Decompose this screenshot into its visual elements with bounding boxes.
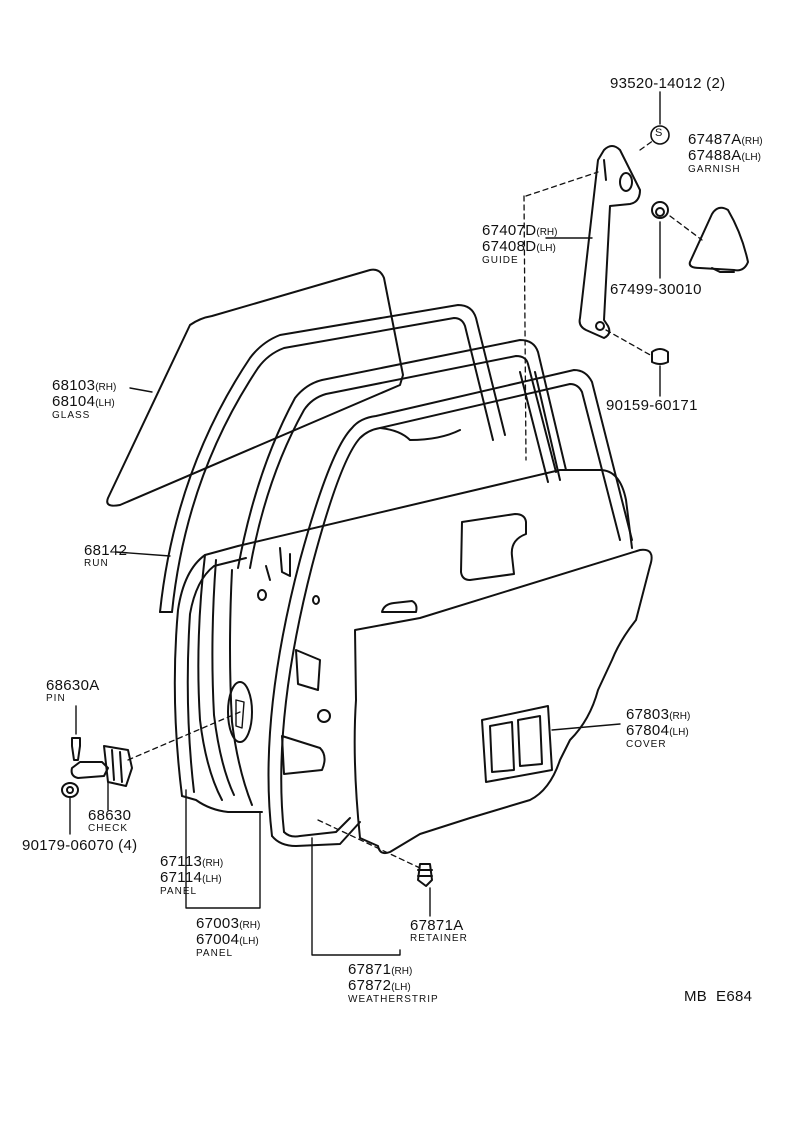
part-number: 90159-60171 bbox=[606, 397, 698, 414]
part-desc: GLASS bbox=[52, 410, 91, 421]
tag-lh: (LH) bbox=[536, 243, 556, 254]
tag-rh: (RH) bbox=[391, 966, 413, 977]
outer-panel-part bbox=[175, 470, 632, 812]
part-desc: GARNISH bbox=[688, 164, 741, 175]
tag-rh: (RH) bbox=[239, 920, 261, 931]
label-garnish: 67487A(RH) 67488A(LH) GARNISH bbox=[688, 132, 763, 175]
run-part bbox=[116, 305, 505, 612]
part-number-lh: 67804 bbox=[626, 722, 670, 739]
footer-code: MB E684 bbox=[684, 989, 752, 1005]
bolt-90159 bbox=[652, 349, 668, 396]
part-desc: COVER bbox=[626, 739, 667, 750]
part-number-rh: 67871 bbox=[348, 961, 392, 978]
label-guide: 67407D(RH) 67408D(LH) GUIDE bbox=[482, 223, 557, 266]
part-desc: CHECK bbox=[88, 823, 129, 834]
tag-rh: (RH) bbox=[95, 382, 117, 393]
pin-68630A bbox=[72, 706, 80, 760]
label-bolt-90179: 90179-06070 (4) bbox=[22, 838, 137, 854]
part-number-lh: 67004 bbox=[196, 931, 240, 948]
label-inner-panel: 67113(RH) 67114(LH) PANEL bbox=[160, 854, 223, 897]
part-number-lh: 67114 bbox=[160, 869, 203, 886]
part-qty: (2) bbox=[706, 75, 726, 92]
tag-lh: (LH) bbox=[202, 874, 222, 885]
part-number-rh: 68103 bbox=[52, 377, 96, 394]
label-weatherstrip: 67871(RH) 67872(LH) WEATHERSTRIP bbox=[348, 962, 439, 1005]
tag-lh: (LH) bbox=[391, 982, 411, 993]
part-number-lh: 67872 bbox=[348, 977, 392, 994]
part-number-lh: 67488A bbox=[688, 147, 742, 164]
footer-code-text: MB E684 bbox=[684, 988, 753, 1005]
label-glass: 68103(RH) 68104(LH) GLASS bbox=[52, 378, 116, 421]
bolt-90179 bbox=[62, 783, 78, 834]
garnish-part bbox=[690, 208, 748, 272]
bracket-lines bbox=[186, 790, 400, 955]
tag-lh: (LH) bbox=[95, 398, 115, 409]
part-number: 90179-06070 bbox=[22, 837, 114, 854]
cover-part bbox=[355, 550, 652, 853]
guide-part bbox=[546, 146, 640, 338]
tag-lh: (LH) bbox=[239, 936, 259, 947]
part-desc: GUIDE bbox=[482, 255, 519, 266]
check-68630 bbox=[72, 746, 132, 810]
label-run: 68142 RUN bbox=[84, 543, 127, 569]
part-desc: PANEL bbox=[160, 886, 198, 897]
part-number-rh: 67803 bbox=[626, 706, 670, 723]
tag-rh: (RH) bbox=[202, 858, 224, 869]
inner-panel-part bbox=[238, 340, 566, 568]
label-pin: 68630A PIN bbox=[46, 678, 100, 704]
part-desc: RUN bbox=[84, 558, 109, 569]
part-desc: RETAINER bbox=[410, 933, 468, 944]
clip-67499 bbox=[652, 202, 668, 278]
part-number: 93520-14012 bbox=[610, 75, 702, 92]
dashed-leaders bbox=[128, 140, 702, 868]
label-clip-67499: 67499-30010 bbox=[610, 282, 702, 298]
part-number: 68630A bbox=[46, 677, 100, 694]
weatherstrip-part bbox=[269, 370, 633, 846]
part-number: 67499-30010 bbox=[610, 281, 702, 298]
tag-rh: (RH) bbox=[536, 227, 558, 238]
tag-lh: (LH) bbox=[669, 727, 689, 738]
label-cover: 67803(RH) 67804(LH) COVER bbox=[626, 707, 690, 750]
part-number-rh: 67407D bbox=[482, 222, 537, 239]
retainer-67871A bbox=[418, 864, 432, 916]
screw-symbol: S bbox=[655, 128, 662, 139]
screw-symbol-text: S bbox=[655, 127, 663, 139]
part-desc: WEATHERSTRIP bbox=[348, 994, 439, 1005]
screw-93520 bbox=[651, 92, 669, 144]
part-desc: PIN bbox=[46, 693, 66, 704]
part-number: 68142 bbox=[84, 542, 128, 559]
label-screw-93520: 93520-14012 (2) bbox=[610, 76, 725, 92]
part-number-rh: 67113 bbox=[160, 853, 203, 870]
label-bolt-90159: 90159-60171 bbox=[606, 398, 698, 414]
part-desc: PANEL bbox=[196, 948, 234, 959]
tag-rh: (RH) bbox=[669, 711, 691, 722]
part-number: 68630 bbox=[88, 807, 132, 824]
part-number-lh: 68104 bbox=[52, 393, 96, 410]
label-check: 68630 CHECK bbox=[88, 808, 131, 834]
label-outer-panel: 67003(RH) 67004(LH) PANEL bbox=[196, 916, 260, 959]
part-qty: (4) bbox=[118, 837, 138, 854]
part-number-rh: 67487A bbox=[688, 131, 742, 148]
tag-lh: (LH) bbox=[741, 152, 761, 163]
tag-rh: (RH) bbox=[741, 136, 763, 147]
label-retainer: 67871A RETAINER bbox=[410, 918, 468, 944]
part-number-rh: 67003 bbox=[196, 915, 240, 932]
glass-part bbox=[107, 270, 403, 506]
part-number: 67871A bbox=[410, 917, 464, 934]
part-number-lh: 67408D bbox=[482, 238, 537, 255]
